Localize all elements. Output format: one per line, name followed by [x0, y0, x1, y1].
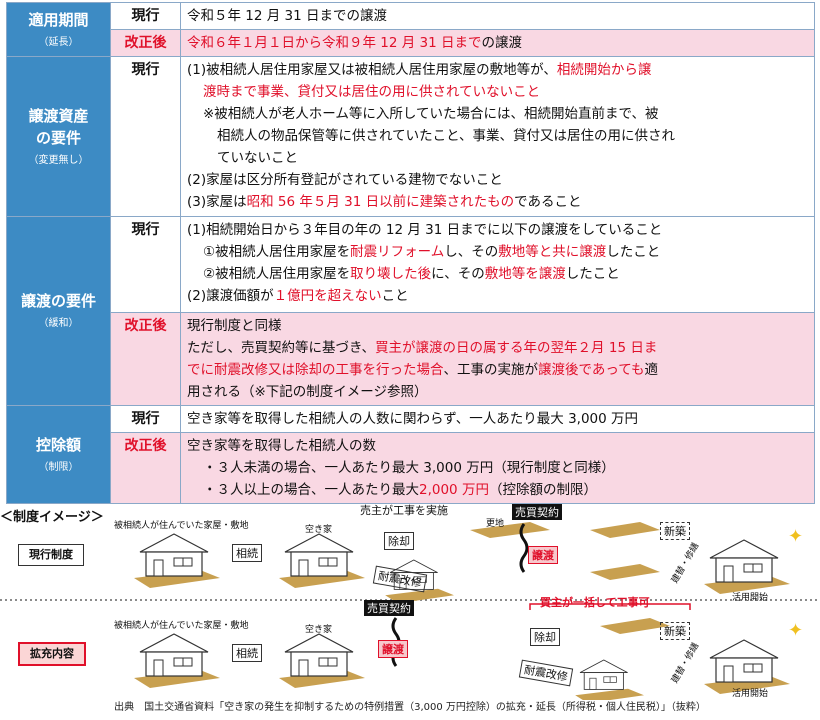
deduction-revised-text: 空き家等を取得した相続人の数 ・３人未満の場合、一人あたり最大 3,000 万円…: [180, 432, 815, 504]
label-revised: 改正後: [110, 312, 181, 406]
vacant-caption: 空き家: [305, 525, 333, 535]
transfer-revised-text: 現行制度と同様 ただし、売買契約等に基づき、買主が譲渡の日の属する年の翌年２月 …: [180, 312, 815, 406]
category-note: （変更無し）: [28, 154, 89, 166]
house-caption: 被相続人が住んでいた家屋・敷地: [114, 521, 249, 531]
deduction-current-text: 空き家等を取得した相続人の人数に関わらず、一人あたり最大 3,000 万円: [180, 405, 815, 433]
svg-text:✦: ✦: [788, 620, 803, 641]
label-current: 現行: [110, 56, 181, 217]
category-title: 適用期間: [28, 10, 89, 29]
category-title-2: の要件: [35, 128, 81, 147]
demolish-arrow: 除却: [530, 628, 560, 646]
category-note: （緩和）: [38, 318, 79, 329]
category-period: 適用期間 （延長）: [6, 2, 111, 57]
label-current: 現行: [110, 216, 181, 313]
row-label-current: 現行制度: [18, 544, 84, 566]
category-transfer: 譲渡の要件 （緩和）: [6, 216, 111, 406]
system-image-diagram: ＜制度イメージ＞ 現行制度 拡充内容: [0, 500, 820, 720]
label-current: 現行: [110, 2, 181, 30]
new-build-label: 新築: [660, 522, 690, 540]
vacant-lot-caption: 更地: [486, 519, 505, 529]
period-current-text: 令和５年 12 月 31 日までの譲渡: [180, 2, 815, 30]
use-start-caption: 活用開始: [732, 689, 769, 699]
new-build-label: 新築: [660, 622, 690, 640]
transfer-arrow: 譲渡: [528, 546, 558, 564]
category-deduction: 控除額 （制限）: [6, 405, 111, 504]
sale-contract-badge: 売買契約: [512, 504, 562, 520]
category-note: （延長）: [38, 36, 79, 48]
vacant-caption: 空き家: [305, 625, 333, 635]
inherit-arrow: 相続: [232, 544, 262, 562]
category-title: 譲渡資産: [28, 106, 89, 125]
label-revised: 改正後: [110, 29, 181, 57]
use-start-caption: 活用開始: [732, 593, 769, 603]
comparison-table: 適用期間 （延長） 現行 令和５年 12 月 31 日までの譲渡 改正後 令和６…: [6, 2, 815, 504]
label-revised: 改正後: [110, 432, 181, 504]
category-title: 控除額: [35, 435, 81, 454]
category-asset: 譲渡資産 の要件 （変更無し）: [6, 56, 111, 217]
asset-current-text: (1)被相続人居住用家屋又は被相続人居住用家屋の敷地等が、相続開始から譲 渡時ま…: [180, 56, 815, 217]
category-note: （制限）: [38, 461, 79, 473]
category-title: 譲渡の要件: [20, 292, 96, 310]
diagram-title: ＜制度イメージ＞: [0, 510, 104, 525]
house-caption: 被相続人が住んでいた家屋・敷地: [114, 621, 249, 631]
seller-work-note: 売主が工事を実施: [360, 504, 448, 517]
svg-text:✦: ✦: [788, 526, 803, 547]
transfer-current-text: (1)相続開始日から３年目の年の 12 月 31 日までに以下の譲渡をしているこ…: [180, 216, 815, 313]
period-revised-text: 令和６年１月１日から令和９年 12 月 31 日までの譲渡: [180, 29, 815, 57]
transfer-arrow: 譲渡: [378, 640, 408, 658]
demolish-arrow: 除却: [384, 532, 414, 550]
inherit-arrow: 相続: [232, 644, 262, 662]
source-citation: 出典 国土交通省資料「空き家の発生を抑制するための特例措置（3,000 万円控除…: [114, 702, 706, 713]
row-label-expanded: 拡充内容: [18, 642, 86, 666]
buyer-work-note: 買主が一括して工事可: [540, 596, 650, 609]
label-current: 現行: [110, 405, 181, 433]
sale-contract-badge: 売買契約: [364, 600, 414, 616]
